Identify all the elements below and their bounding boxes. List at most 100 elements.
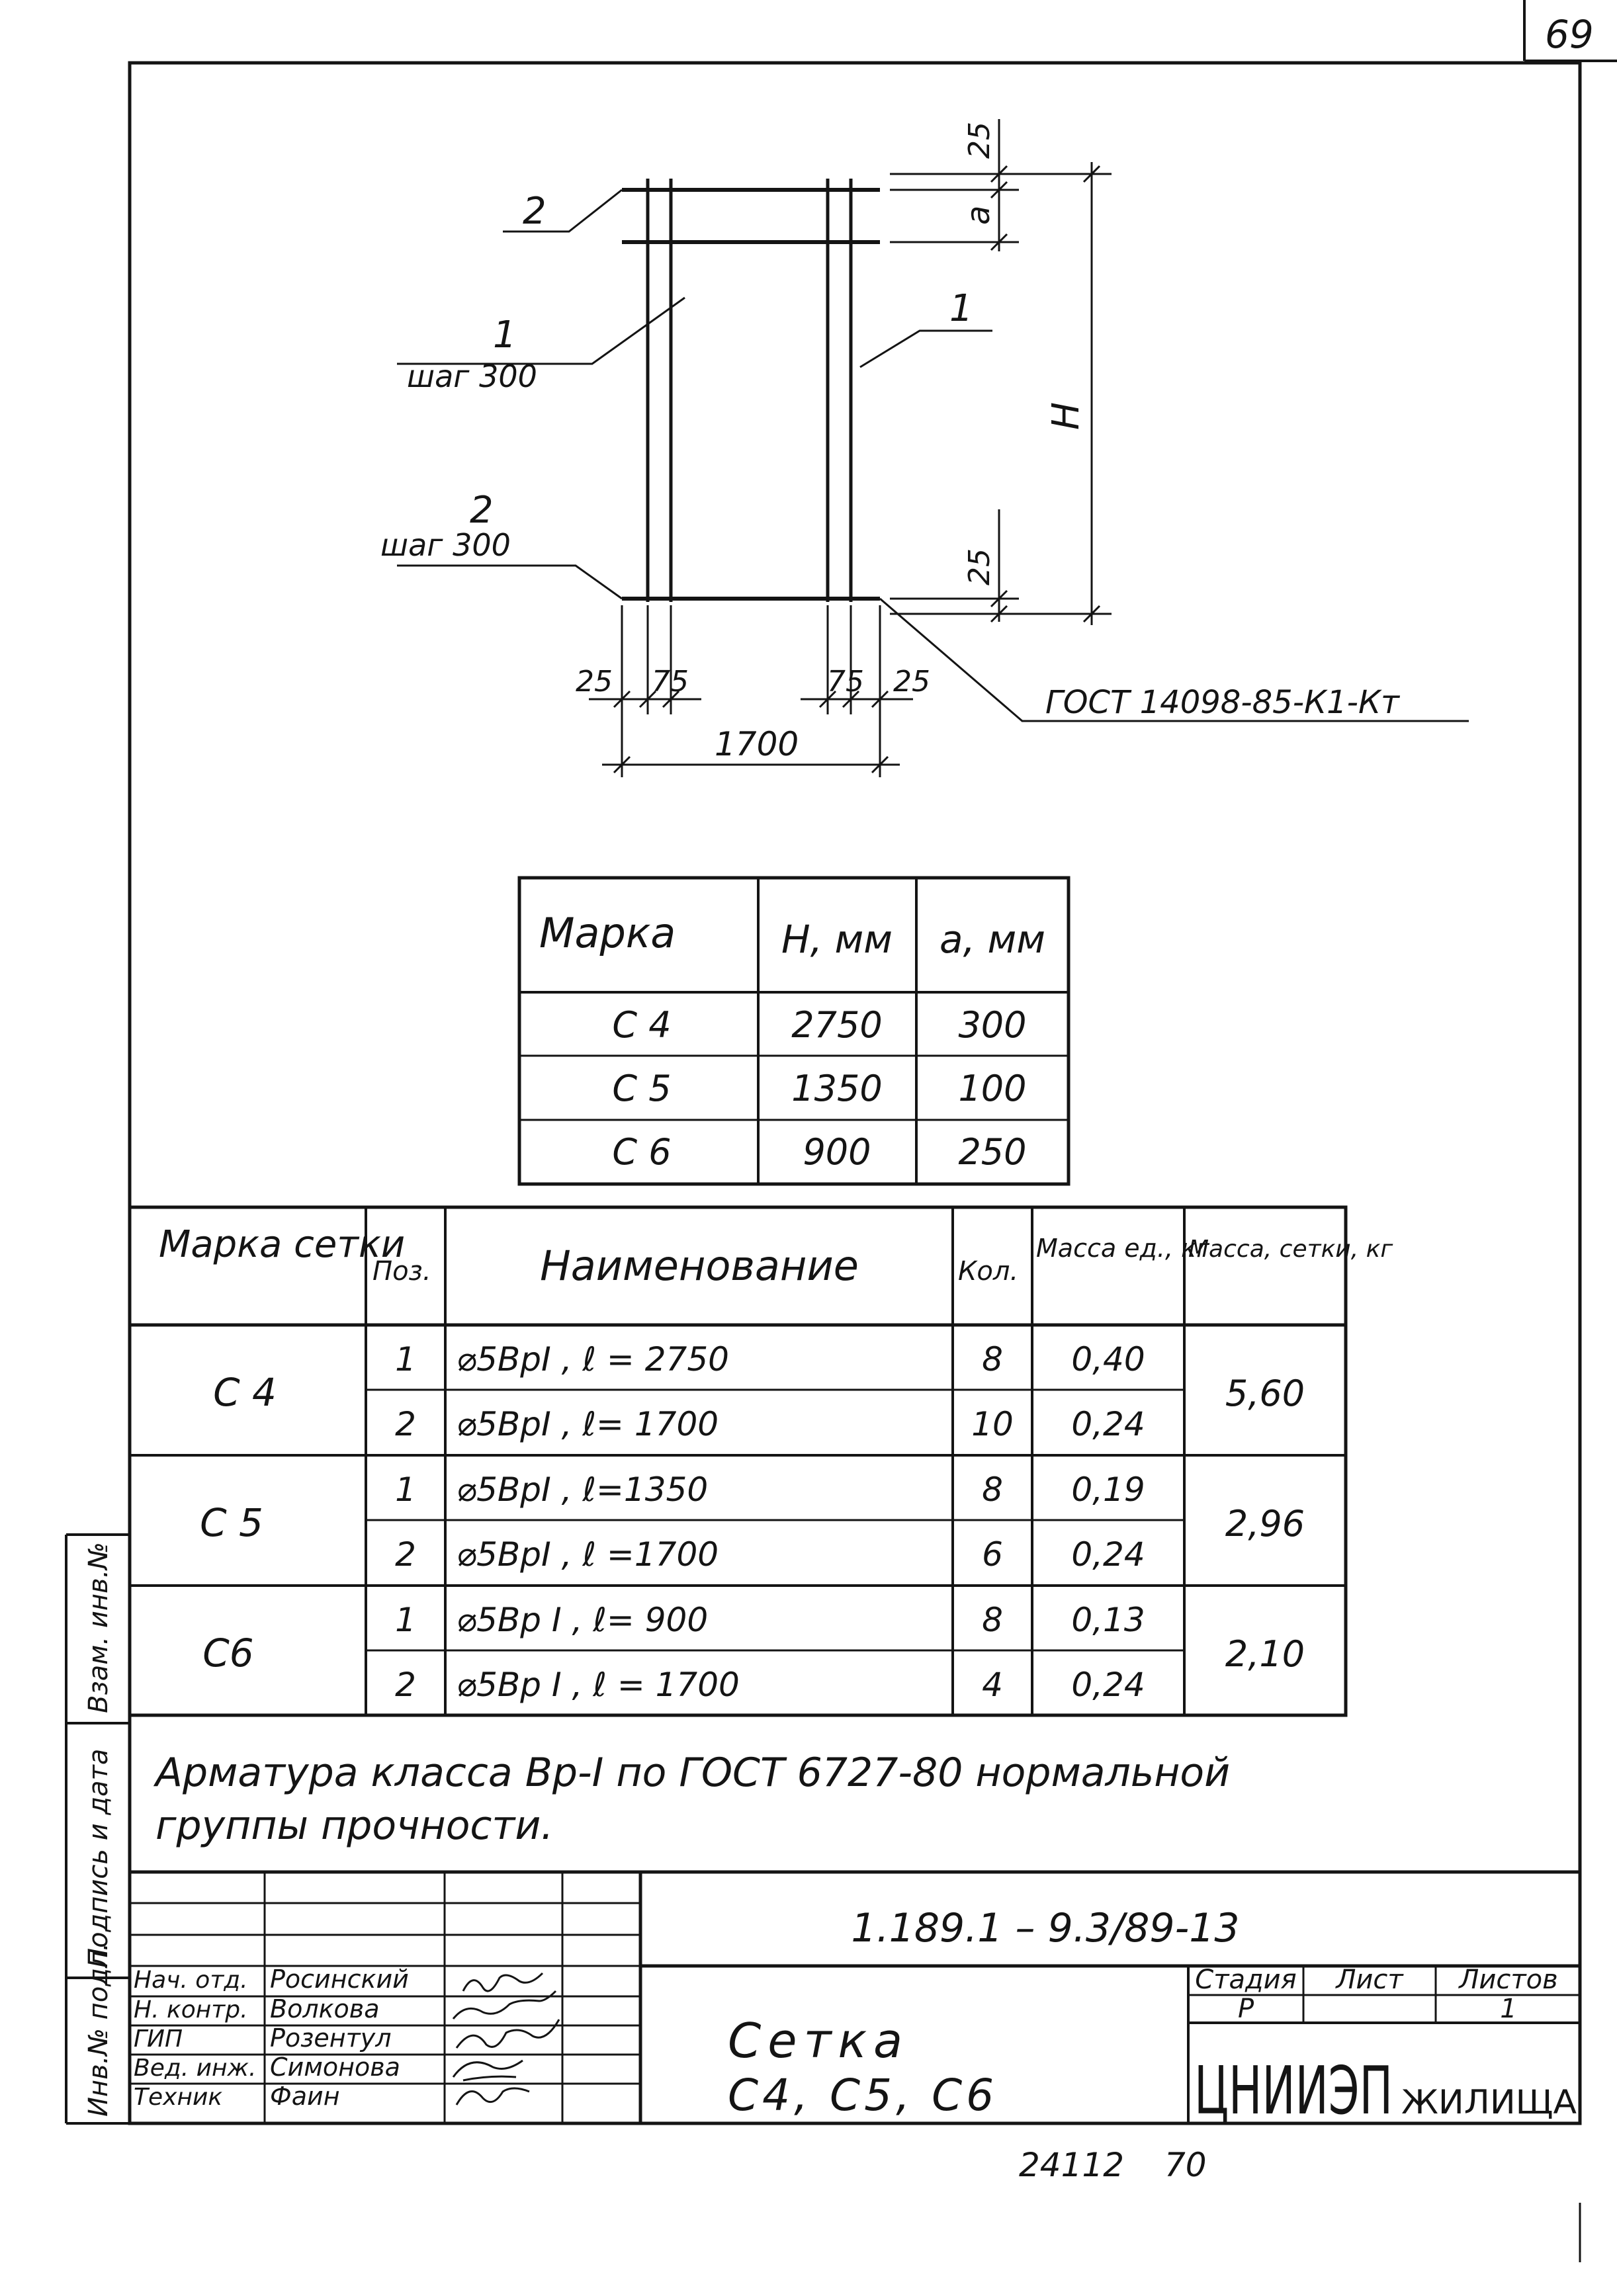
- person-name: Симонова: [270, 2053, 400, 2082]
- small-table-row2-a: 100: [958, 1068, 1026, 1109]
- sheets-header: Листов: [1458, 1965, 1557, 1995]
- signature: [455, 2019, 560, 2049]
- person-name: Росинский: [270, 1965, 409, 1994]
- spec-unit-mass: 0,24: [1071, 1405, 1145, 1443]
- spec-pos: 2: [395, 1405, 416, 1443]
- small-table-row2-mark: С 5: [612, 1068, 671, 1109]
- spec-pos: 2: [395, 1666, 416, 1704]
- spec-header-mark: Марка сетки: [159, 1223, 405, 1266]
- signature: [452, 2059, 523, 2082]
- dim-bottom-75-right: 75: [827, 665, 864, 699]
- sheet-header: Лист: [1334, 1965, 1404, 1995]
- dim-bottom-75-left: 75: [652, 665, 689, 699]
- page-number: 69: [1545, 12, 1594, 57]
- spec-pos: 1: [395, 1340, 416, 1379]
- document-code: 1.189.1 – 9.3/89-13: [851, 1905, 1239, 1951]
- spec-qty: 8: [982, 1470, 1003, 1509]
- spec-item-name: ⌀5ВрI , ℓ = 2750: [457, 1340, 729, 1379]
- side-label-replacement: Взам. инв.№: [83, 1542, 114, 1713]
- side-label-original-inventory: Инв.№ подл.: [83, 1943, 114, 2117]
- small-table-row3-a: 250: [958, 1131, 1026, 1173]
- spec-total-c4: 5,60: [1225, 1373, 1305, 1414]
- small-table-row3-mark: С 6: [612, 1131, 671, 1173]
- small-table-header-H: H, мм: [781, 917, 893, 962]
- organization-subname: ЖИЛИЩА: [1401, 2083, 1577, 2121]
- small-table-row1-H: 2750: [791, 1004, 882, 1046]
- spec-pos: 1: [395, 1470, 416, 1509]
- spec-item-name: ⌀5ВрI , ℓ =1700: [457, 1535, 719, 1574]
- dim-bottom-25-right: 25: [893, 665, 930, 699]
- spec-qty: 8: [982, 1601, 1003, 1639]
- small-table-row2-H: 1350: [791, 1068, 882, 1109]
- person-name: Волкова: [270, 1994, 380, 2023]
- spec-mark-c5: С 5: [200, 1500, 263, 1545]
- pos2-label: 2: [470, 489, 494, 532]
- mesh-drawing: 2 1 шаг 300 1 2 шаг 300 25 a H 25 25 75 …: [380, 119, 1469, 777]
- sheet-frame: [128, 61, 1582, 2125]
- spec-unit-mass: 0,40: [1071, 1340, 1145, 1379]
- spec-item-name: ⌀5Вр I , ℓ= 900: [457, 1601, 708, 1639]
- pos1-step: шаг 300: [407, 359, 537, 394]
- spec-total-c5: 2,96: [1225, 1503, 1305, 1545]
- dim-width: 1700: [715, 725, 799, 763]
- dim-H: H: [1045, 402, 1088, 430]
- spec-pos: 2: [395, 1535, 416, 1574]
- bottom-number-left: 24112: [1019, 2146, 1124, 2184]
- title-block: 1.189.1 – 9.3/89-13 Нач. отд. Н. контр. …: [130, 1870, 1580, 2129]
- stage-value: Р: [1238, 1994, 1254, 2024]
- spec-item-name: ⌀5Вр I , ℓ = 1700: [457, 1666, 740, 1704]
- spec-qty: 8: [982, 1340, 1003, 1379]
- spec-item-name: ⌀5ВрI , ℓ=1350: [457, 1470, 708, 1509]
- spec-mark-c4: С 4: [213, 1370, 277, 1415]
- spec-mark-c6: С6: [202, 1631, 253, 1676]
- spec-header-pos: Поз.: [372, 1256, 431, 1287]
- spec-unit-mass: 0,24: [1071, 1666, 1145, 1704]
- side-label-signature-date: Подпись и дата: [83, 1749, 114, 1968]
- spec-total-c6: 2,10: [1225, 1633, 1305, 1675]
- drawing-title-line1: Сетка: [728, 2013, 909, 2068]
- spec-header-total-mass: Масса, сетки, кг: [1188, 1236, 1393, 1263]
- spec-qty: 10: [971, 1405, 1014, 1443]
- spec-pos: 1: [395, 1601, 416, 1639]
- spec-header-qty: Кол.: [958, 1256, 1018, 1287]
- organization-name: ЦНИИЭП: [1194, 2052, 1393, 2129]
- dimensions-table: Марка H, мм a, мм С 4 2750 300 С 5 1350 …: [517, 876, 1071, 1186]
- signature: [455, 2087, 530, 2105]
- pos1-label: 1: [493, 314, 517, 357]
- small-table-header-mark: Марка: [539, 909, 676, 957]
- note-line-1: Арматура класса Вр-I по ГОСТ 6727-80 нор…: [153, 1750, 1230, 1796]
- spec-header-unit-mass: Масса ед., кг: [1036, 1234, 1210, 1263]
- person-name: Розентул: [270, 2023, 392, 2053]
- dim-25-bottom: 25: [963, 548, 996, 585]
- small-table-row1-a: 300: [958, 1004, 1026, 1046]
- dim-25-top: 25: [963, 122, 996, 159]
- role-label: Нач. отд.: [134, 1967, 248, 1994]
- small-table-row1-mark: С 4: [612, 1004, 671, 1046]
- spec-qty: 6: [982, 1535, 1003, 1574]
- specification-table: Марка сетки Поз. Наименование Кол. Масса…: [128, 1205, 1393, 1717]
- spec-qty: 4: [982, 1666, 1003, 1704]
- dim-bottom-25-left: 25: [576, 665, 613, 699]
- note-line-2: группы прочности.: [155, 1803, 553, 1849]
- signature: [452, 1990, 557, 2020]
- role-label: ГИП: [134, 2025, 183, 2053]
- person-name: Фаин: [270, 2082, 340, 2111]
- pos2-top-label: 2: [523, 190, 546, 233]
- pos1-right-label: 1: [949, 287, 973, 330]
- signature: [462, 1972, 544, 1992]
- dim-a: a: [960, 206, 997, 225]
- spec-unit-mass: 0,24: [1071, 1535, 1145, 1574]
- small-table-header-a: a, мм: [940, 917, 1045, 962]
- spec-header-name: Наименование: [540, 1242, 859, 1290]
- pos2-step: шаг 300: [380, 527, 511, 563]
- spec-unit-mass: 0,13: [1071, 1601, 1145, 1639]
- side-stamp: Взам. инв.№ Подпись и дата Инв.№ подл.: [65, 1533, 130, 2125]
- spec-item-name: ⌀5ВрI , ℓ= 1700: [457, 1405, 719, 1443]
- drawing-title-line2: С4, С5, С6: [728, 2070, 998, 2121]
- weld-reference: ГОСТ 14098-85-К1-Кт: [1045, 684, 1401, 721]
- role-label: Н. контр.: [134, 1996, 248, 2023]
- stage-header: Стадия: [1195, 1965, 1296, 1995]
- role-label: Техник: [134, 2084, 222, 2111]
- sheets-value: 1: [1500, 1994, 1516, 2024]
